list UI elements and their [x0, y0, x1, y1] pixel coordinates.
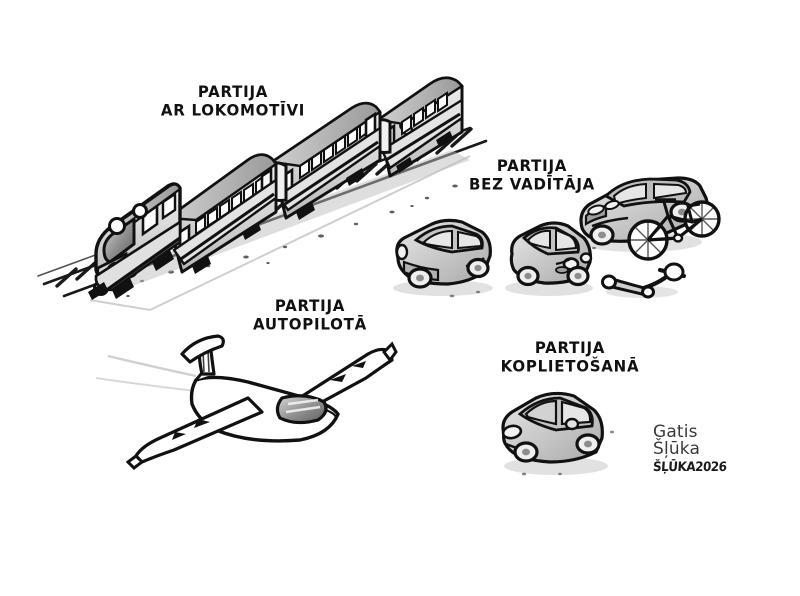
signature-stamp: ŠĻŪKA2026 — [652, 460, 727, 475]
driverless-vehicles-illustration — [393, 176, 721, 299]
train-carriage-middle — [268, 101, 382, 220]
train-illustration — [37, 76, 488, 311]
glider-illustration — [95, 334, 398, 470]
locomotive — [88, 182, 182, 300]
shared-car-illustration — [501, 391, 614, 476]
signature-first-name: Gatis — [653, 422, 698, 442]
caption-line-1: PARTIJA — [534, 338, 606, 357]
hatchback-car — [393, 218, 493, 296]
caption-party-on-autopilot: PARTIJA AUTOPILOTĀ — [190, 296, 430, 334]
artist-signature: Gatis Šļūka ŠĻŪKA2026 — [652, 422, 733, 476]
caption-party-in-sharing: PARTIJA KOPLIETOŠANĀ — [450, 338, 690, 376]
carriage-windows — [401, 91, 448, 136]
small-city-car — [505, 221, 593, 296]
caption-line-2: KOPLIETOŠANĀ — [500, 356, 640, 376]
caption-party-with-locomotive: PARTIJA AR LOKOMOTĪVI — [118, 82, 348, 120]
caption-line-1: PARTIJA — [197, 82, 269, 101]
caption-party-without-driver: PARTIJA BEZ VADĪTĀJA — [432, 156, 632, 194]
caption-line-2: BEZ VADĪTĀJA — [468, 174, 596, 194]
caption-line-1: PARTIJA — [274, 296, 346, 315]
signature-last-name: Šļūka — [653, 439, 701, 459]
train-carriage-front — [164, 153, 278, 274]
ground-speckles — [449, 246, 596, 298]
caption-line-1: PARTIJA — [496, 156, 568, 175]
caption-line-2: AUTOPILOTĀ — [252, 314, 367, 334]
fallen-e-scooter — [601, 262, 686, 299]
bicycle — [627, 198, 721, 261]
caption-line-2: AR LOKOMOTĪVI — [160, 100, 306, 120]
train-carriage-rear — [374, 76, 464, 178]
